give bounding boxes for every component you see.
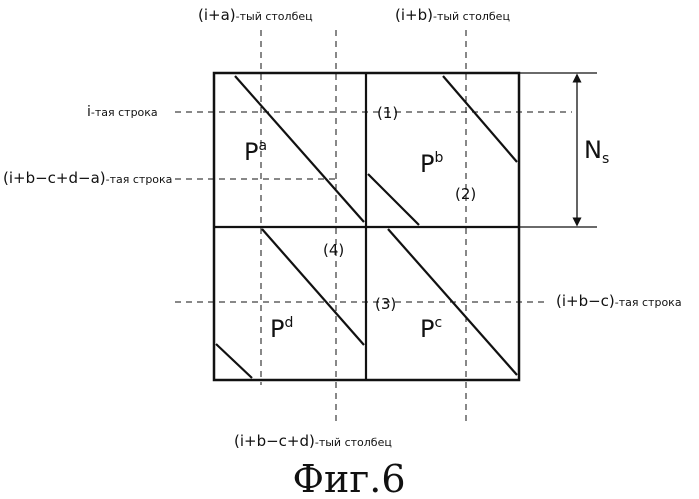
diagonal-pb-lower: [368, 174, 419, 225]
marker-2: (2): [455, 185, 476, 203]
diagonal-pd-corner: [216, 344, 252, 378]
figure-caption: Фиг.6: [292, 457, 405, 499]
row-label-i-b-c: (i+b−c)-тая строка: [556, 292, 682, 310]
diagonal-pb-upper: [443, 76, 517, 162]
col-label-i-b-c-d: (i+b−c+d)-тый столбец: [234, 432, 392, 450]
ns-label: Ns: [584, 136, 609, 167]
col-label-i-b: (i+b)-тый столбец: [395, 6, 510, 24]
marker-4: (4): [323, 241, 344, 259]
col-label-i-a: (i+a)-тый столбец: [198, 6, 313, 24]
marker-3: (3): [375, 295, 396, 313]
row-label-i-b-c-d-a: (i+b−c+d−a)-тая строка: [3, 169, 172, 187]
block-label-pc: Pc: [420, 315, 442, 343]
block-label-pa: Pa: [244, 138, 267, 166]
row-label-i: i-тая строка: [87, 104, 158, 120]
block-label-pd: Pd: [270, 315, 293, 343]
marker-1: (1): [377, 104, 398, 122]
block-label-pb: Pb: [420, 150, 443, 178]
